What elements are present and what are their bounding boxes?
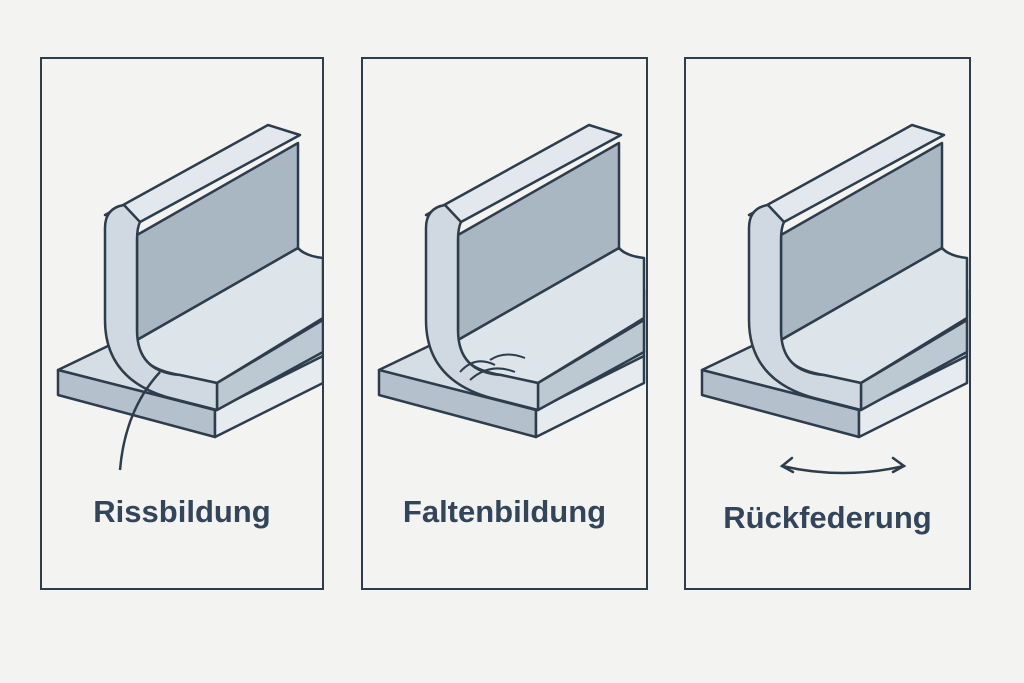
crack-profile-illustration (56, 123, 322, 471)
panel-label: Rissbildung (93, 494, 271, 529)
panel-wrinkle: Faltenbildung (361, 57, 648, 590)
panel-springback: Rückfederung (684, 57, 971, 590)
springback-arrow-icon (779, 456, 907, 475)
panel-crack: Rissbildung (40, 57, 324, 590)
panel-label: Rückfederung (723, 500, 932, 535)
wrinkle-marks (459, 353, 526, 381)
crack-line (118, 371, 161, 471)
wrinkle-profile-illustration (377, 123, 646, 439)
panel-label: Faltenbildung (402, 494, 607, 529)
springback-profile-illustration (700, 123, 969, 475)
